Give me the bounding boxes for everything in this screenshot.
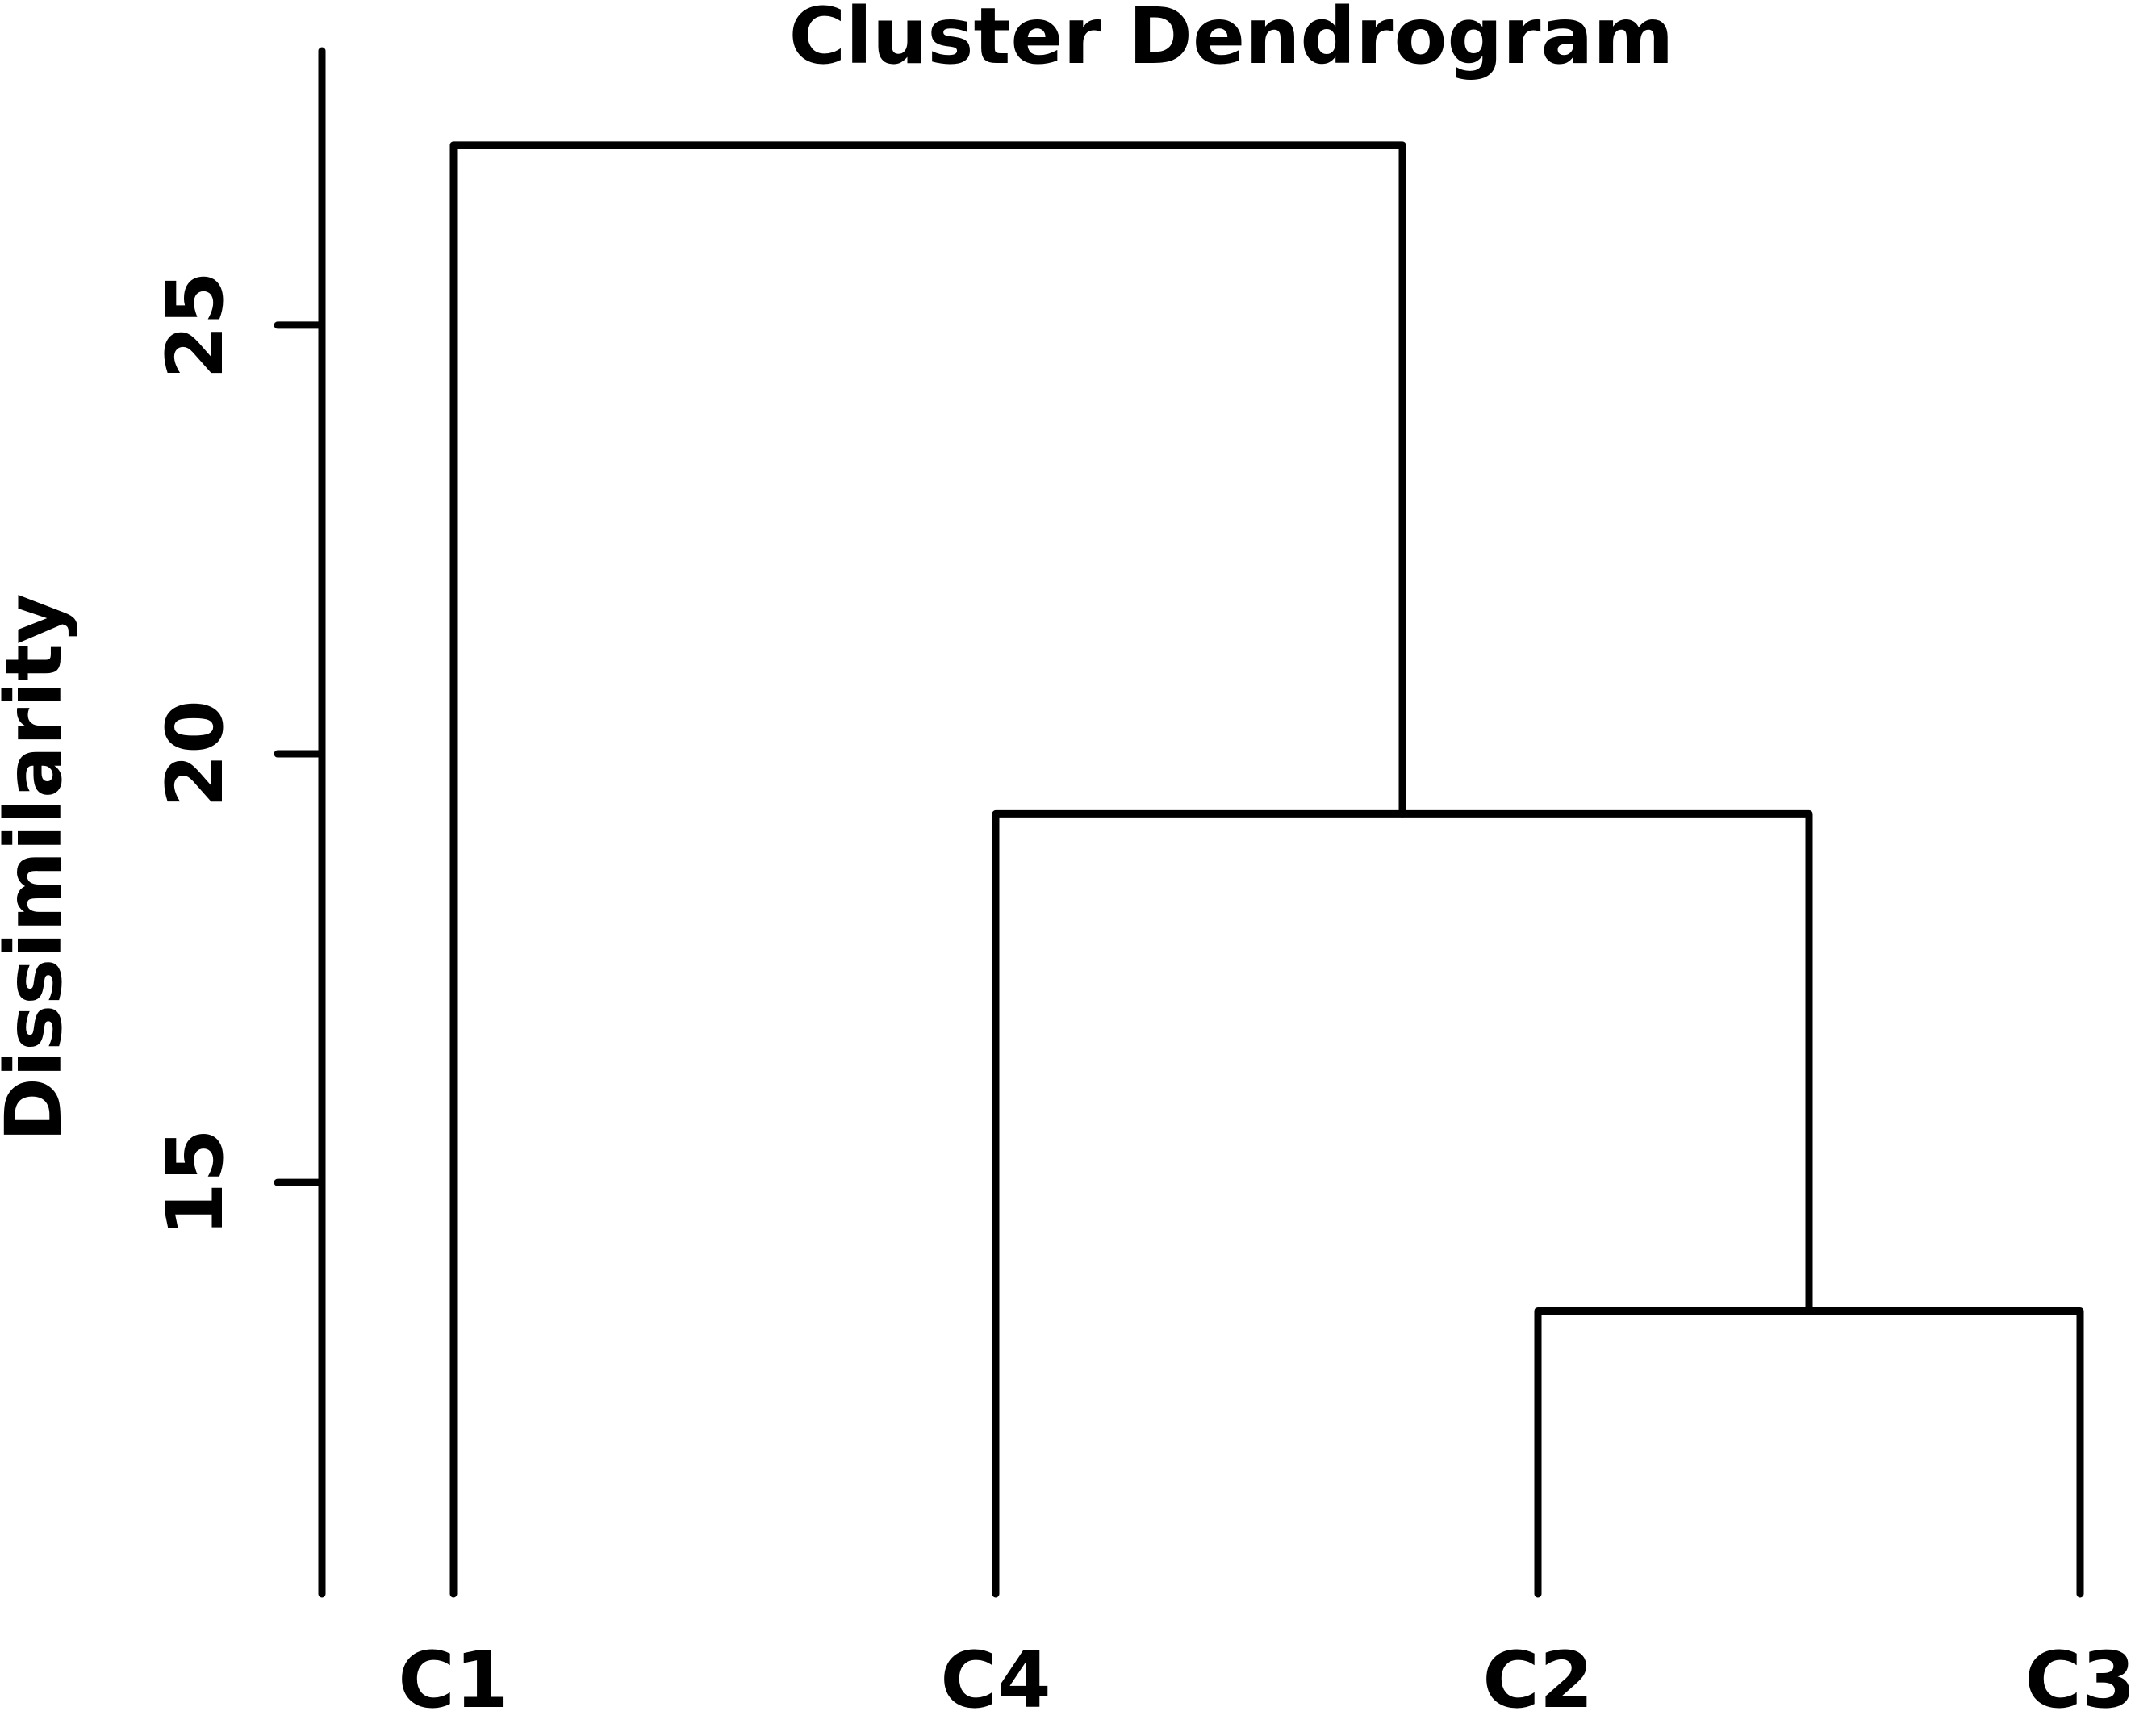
dendrogram-links: [449, 141, 2084, 1598]
y-tick-label-25: 25: [150, 271, 240, 379]
y-axis-ticks: 15 20 25: [150, 271, 326, 1236]
merge-link-C1-C4-C2-C3: [449, 141, 1406, 1598]
leaf-labels: C1 C4 C2 C3: [398, 1635, 2135, 1711]
merge-link-C2-C3: [1534, 1307, 2084, 1598]
leaf-label-c4: C4: [940, 1635, 1051, 1711]
leaf-label-c3: C3: [2024, 1635, 2135, 1711]
y-tick-label-20: 20: [150, 700, 240, 808]
y-axis-label: Dissimilarity: [0, 593, 79, 1141]
leaf-label-c2: C2: [1482, 1635, 1593, 1711]
merge-link-C4-C2-C3: [992, 809, 1813, 1598]
chart-title: Cluster Dendrogram: [789, 0, 1674, 82]
y-tick-label-15: 15: [150, 1128, 240, 1236]
leaf-label-c1: C1: [398, 1635, 508, 1711]
